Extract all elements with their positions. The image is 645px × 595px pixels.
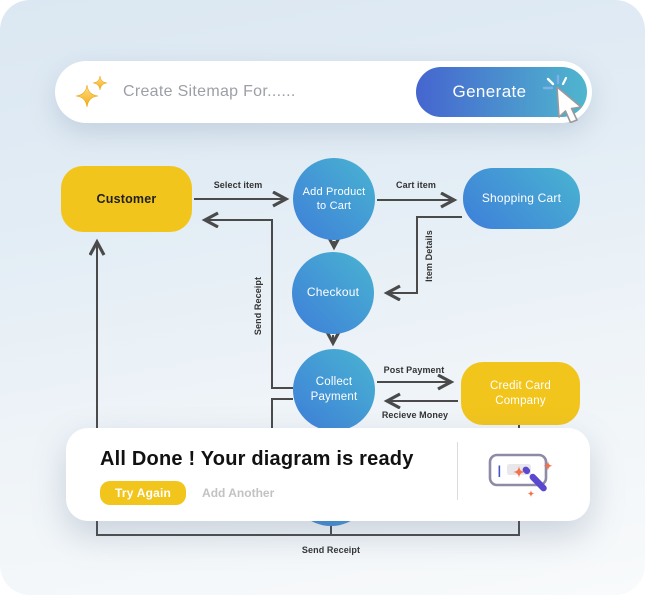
done-card: All Done ! Your diagram is ready Try Aga… bbox=[66, 428, 590, 521]
edge-label-post-payment: Post Payment bbox=[383, 365, 445, 375]
prompt-bar: Generate bbox=[55, 61, 592, 123]
try-again-button[interactable]: Try Again bbox=[100, 481, 187, 505]
edge-label-item-details: Item Details bbox=[424, 230, 434, 282]
done-title: All Done ! Your diagram is ready bbox=[100, 448, 414, 470]
edge-label-send-receipt-bottom: Send Receipt bbox=[301, 545, 361, 555]
node-add-product-to-cart[interactable]: Add Product to Cart bbox=[293, 158, 375, 240]
edge-label-recieve-money: Recieve Money bbox=[381, 410, 449, 420]
text-input-magic-wand-icon: I bbox=[488, 453, 553, 498]
generate-button-label: Generate bbox=[452, 82, 527, 101]
node-shopping-cart[interactable]: Shopping Cart bbox=[463, 168, 580, 229]
generate-button[interactable]: Generate bbox=[416, 67, 587, 117]
edge-send-receipt-left bbox=[206, 220, 293, 389]
add-another-button[interactable]: Add Another bbox=[202, 486, 275, 500]
edge-label-send-receipt-left: Send Receipt bbox=[253, 276, 263, 336]
sparkles-icon bbox=[75, 75, 108, 108]
edge-item-details bbox=[388, 216, 462, 293]
card-divider bbox=[457, 442, 458, 500]
edge-label-cart-item: Cart item bbox=[396, 180, 436, 190]
node-checkout[interactable]: Checkout bbox=[292, 252, 374, 334]
node-credit-card-company[interactable]: Credit Card Company bbox=[461, 362, 580, 425]
edge-label-select-item: Select item bbox=[213, 180, 263, 190]
node-collect-payment[interactable]: Collect Payment bbox=[293, 349, 375, 431]
node-customer[interactable]: Customer bbox=[61, 166, 192, 232]
svg-text:I: I bbox=[497, 462, 502, 481]
